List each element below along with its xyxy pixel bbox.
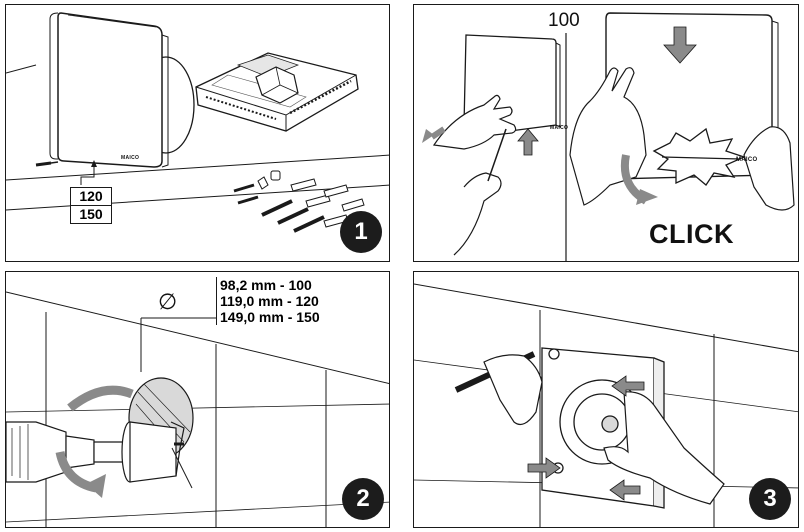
tile-wall xyxy=(6,291,389,527)
leader-line xyxy=(80,163,95,185)
brand-logo-label-large: MAICO xyxy=(736,157,758,163)
hand-icon xyxy=(422,94,517,256)
panel-step-3: 3 xyxy=(413,271,799,528)
diameter-list: 98,2 mm - 100 119,0 mm - 120 149,0 mm - … xyxy=(216,277,320,325)
fan-kit-illustration xyxy=(6,12,389,233)
size-labels: 120 150 xyxy=(70,187,112,224)
dowels-screws xyxy=(233,170,365,233)
diameter-120: 119,0 mm - 120 xyxy=(220,293,319,309)
click-label: CLICK xyxy=(649,219,734,249)
diameter-150: 149,0 mm - 150 xyxy=(220,309,320,325)
mounting-plate xyxy=(195,52,359,132)
fan-unit xyxy=(49,12,195,168)
step-badge-2: 2 xyxy=(342,478,384,520)
curved-arrow-icon xyxy=(636,189,658,205)
screw-icon xyxy=(35,161,59,167)
panel-step-2: ∅ 98,2 mm - 100 119,0 mm - 120 149,0 mm … xyxy=(5,271,390,528)
drilling-illustration xyxy=(6,291,389,527)
step-badge-1: 1 xyxy=(340,211,382,253)
brand-logo-label-small: MAICO xyxy=(550,125,569,131)
up-arrow-icon xyxy=(517,128,539,156)
panel-step-1: MAICO 120 150 1 xyxy=(5,4,390,262)
size-120: 120 xyxy=(79,188,103,204)
hands-icon xyxy=(454,351,725,505)
brand-logo-label: MAICO xyxy=(121,155,140,161)
click-burst-icon xyxy=(652,127,746,186)
cover-removal-illustration xyxy=(422,12,795,261)
panel-cover-removal: 100 MAICO MAICO CLICK xyxy=(413,4,799,262)
diameter-100: 98,2 mm - 100 xyxy=(220,277,312,293)
step-badge-3: 3 xyxy=(749,478,791,520)
drill-icon xyxy=(6,421,185,483)
push-arrows-icon xyxy=(527,375,645,501)
down-arrow-icon xyxy=(663,26,697,64)
mounting-illustration xyxy=(414,283,798,527)
diameter-symbol: ∅ xyxy=(158,290,178,315)
figure-number: 100 xyxy=(548,10,580,31)
size-150: 150 xyxy=(71,205,111,223)
